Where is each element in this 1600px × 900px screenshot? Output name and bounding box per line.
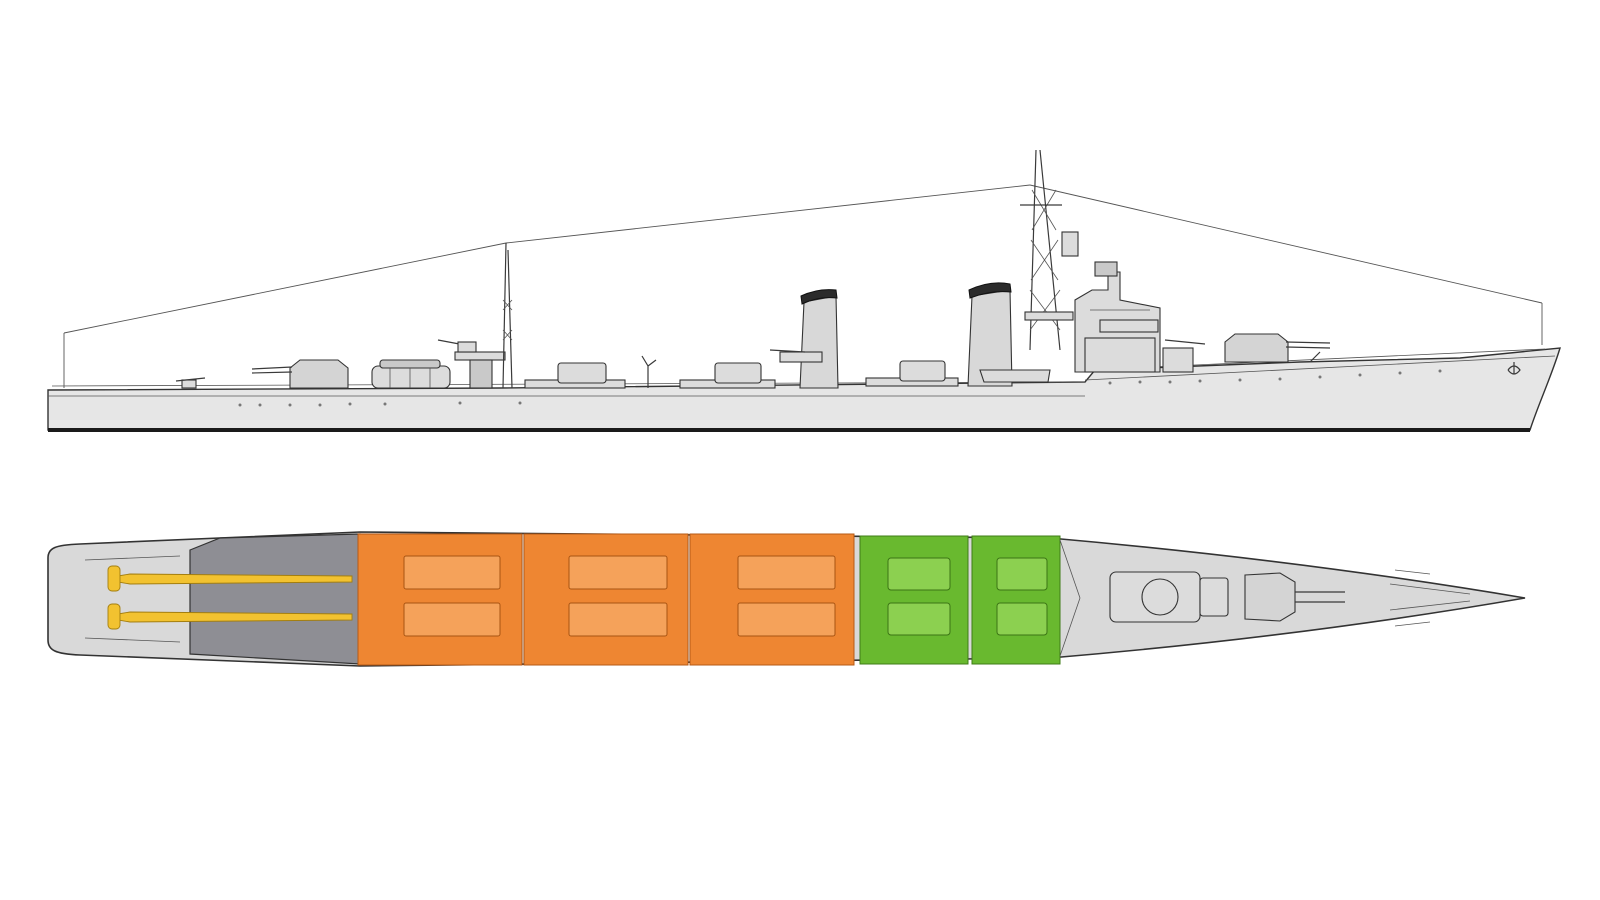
bridge-structure xyxy=(1074,261,1206,373)
plan-view xyxy=(47,531,1526,667)
rigging-wires xyxy=(63,184,1543,388)
waterline xyxy=(48,428,1530,432)
stern-fittings xyxy=(84,555,181,643)
zone-3 xyxy=(689,533,855,666)
propeller-shafts xyxy=(107,565,353,630)
foremast xyxy=(1020,149,1079,351)
aft-funnel xyxy=(769,289,839,389)
bow-anchor-icon xyxy=(1507,362,1521,375)
boiler-room-zones xyxy=(357,533,855,666)
aft-mast xyxy=(502,242,513,389)
aft-gun-turret xyxy=(251,359,349,389)
engine-room-zones xyxy=(859,535,1061,665)
fore-funnel xyxy=(967,282,1051,387)
zone-4 xyxy=(859,535,969,665)
boat-crane xyxy=(641,355,657,388)
stern-machinegun xyxy=(175,377,206,389)
side-profile-view xyxy=(47,149,1561,432)
breakwater xyxy=(1309,351,1321,363)
forward-gun-turret xyxy=(1224,333,1331,363)
zone-2 xyxy=(523,533,689,666)
stern-deck-area xyxy=(189,533,361,665)
aft-deckhouse xyxy=(371,359,451,389)
portholes xyxy=(238,369,1442,407)
torpedo-mounts-side xyxy=(524,360,959,389)
zone-5 xyxy=(971,535,1061,665)
zone-1 xyxy=(357,533,523,666)
bow-section xyxy=(1059,539,1471,657)
aft-aa-platform xyxy=(437,339,506,389)
